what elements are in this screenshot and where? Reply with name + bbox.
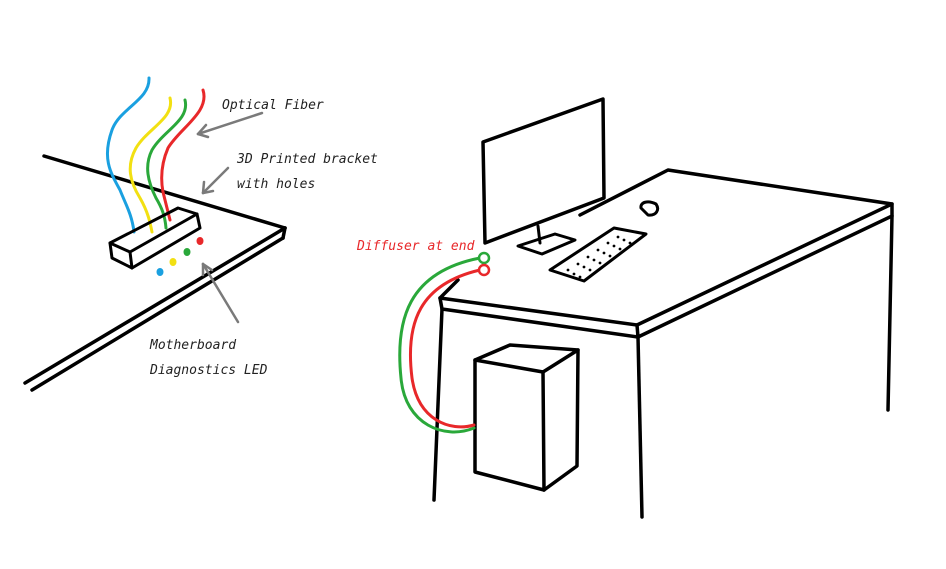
fiber-cable-red [408, 268, 482, 429]
mouse [639, 200, 660, 217]
desk-leg-front-left [432, 307, 444, 502]
arrow-motherboard-led [201, 262, 240, 324]
desk-top-thickness-front [438, 296, 640, 339]
motherboard-front-edge [23, 226, 287, 385]
led-blue [156, 268, 164, 276]
label-bracket-line2: with holes [237, 177, 315, 192]
label-motherboard-line2: Diagnostics LED [149, 363, 268, 378]
diffuser-red [477, 263, 491, 277]
desk-scene: Diffuser at end [356, 97, 894, 519]
label-motherboard-line1: Motherboard [149, 338, 236, 353]
led-green [183, 248, 191, 256]
desk-leg-back-right [886, 214, 894, 412]
arrow-bracket [201, 166, 230, 195]
monitor-stand-base [516, 232, 577, 256]
fiber-blue [105, 76, 151, 234]
pc-tower [473, 343, 580, 492]
fiber-yellow [128, 96, 173, 234]
desk-leg-front-right [636, 335, 644, 519]
printed-bracket [108, 206, 202, 270]
motherboard-front-edge-lower [30, 236, 285, 392]
motherboard-scene: Optical Fiber 3D Printed bracket with ho… [23, 76, 378, 392]
monitor [481, 97, 606, 256]
fiber-green [146, 98, 188, 230]
led-red [196, 237, 204, 245]
diffuser-green [477, 251, 491, 265]
label-bracket-line1: 3D Printed bracket [236, 152, 378, 167]
desk-top [438, 168, 894, 327]
led-yellow [169, 258, 177, 266]
label-optical-fiber: Optical Fiber [222, 98, 324, 113]
label-diffuser: Diffuser at end [356, 239, 475, 254]
arrow-optical-fiber [196, 111, 264, 139]
keyboard [548, 226, 648, 283]
fiber-red [160, 88, 206, 222]
fiber-cable-green [398, 256, 482, 434]
